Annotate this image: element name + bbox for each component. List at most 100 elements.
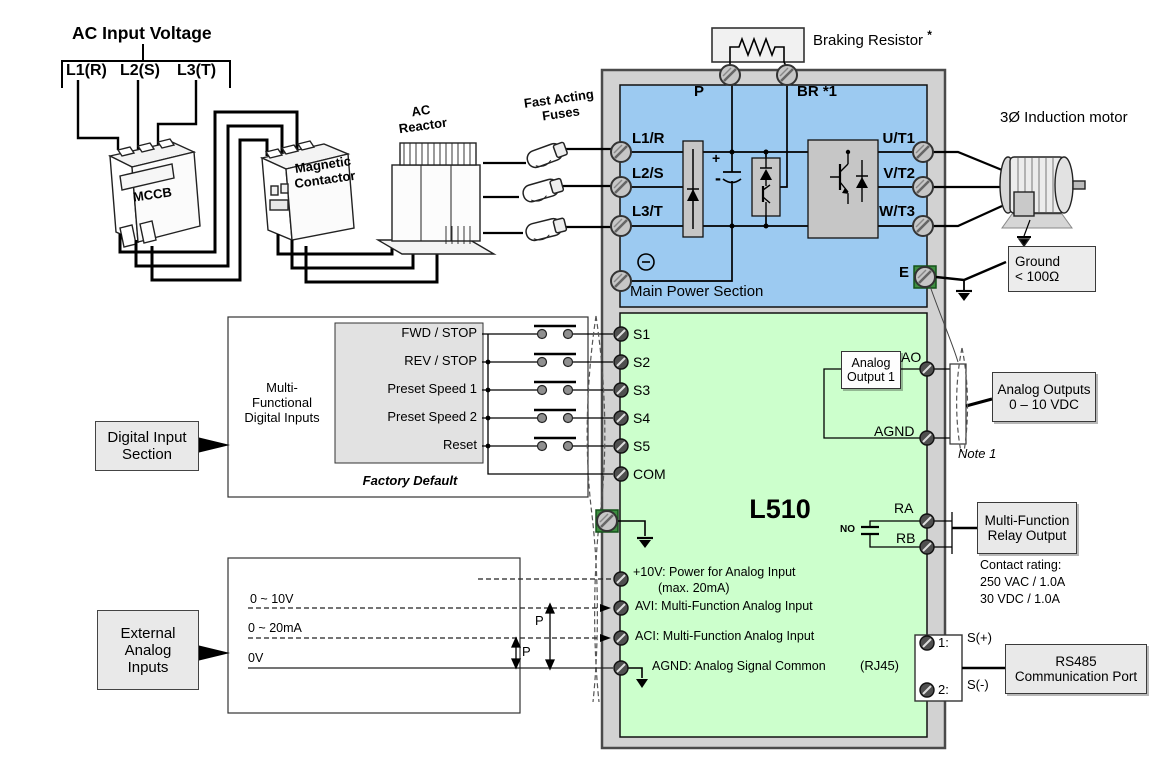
inverter-symbol — [807, 139, 879, 239]
factory-default-frame — [334, 322, 484, 464]
analog-output1-box: Analog Output 1 — [841, 351, 901, 389]
terminal-label-l1r: L1/R — [632, 130, 665, 147]
contact-rating-dc: 30 VDC / 1.0A — [980, 592, 1060, 606]
phase-label-l2: L2(S) — [120, 62, 160, 79]
pot-label-p2: P — [522, 644, 531, 659]
rj45-pin1-label: 1: — [938, 635, 949, 650]
pot-label-p1: P — [535, 613, 544, 628]
potentiometer-arrows — [510, 602, 556, 671]
braking-resistor-symbol — [711, 27, 805, 67]
fuse-icon — [526, 141, 568, 169]
dc-minus-terminal-symbol — [637, 253, 655, 271]
terminal-label-ao: AO — [901, 349, 922, 365]
source-label-0-20ma: 0 ~ 20mA — [248, 621, 302, 635]
reactor-fuse-wires — [483, 147, 612, 235]
terminal-label-ra: RA — [894, 500, 914, 516]
external-analog-callout: External Analog Inputs — [97, 610, 199, 690]
fuse-icon — [522, 177, 565, 203]
function-label-speed2: Preset Speed 2 — [387, 409, 477, 424]
induction-motor-icon — [999, 156, 1086, 248]
analog-output-cable-bracket — [949, 363, 967, 445]
terminal-label-agnd2: AGND: Analog Signal Common — [652, 659, 826, 673]
terminal-label-p: P — [694, 83, 705, 100]
switch-contacts — [534, 324, 576, 452]
terminal-label-l3t: L3/T — [632, 203, 663, 220]
terminal-label-com: COM — [633, 466, 666, 482]
terminal-label-rb: RB — [896, 530, 916, 546]
ac-input-bracket — [61, 44, 231, 88]
capacitor-symbol — [722, 152, 742, 226]
source-label-0v: 0V — [248, 651, 264, 665]
rj45-label: (RJ45) — [860, 658, 900, 673]
agnd-ground-symbol — [628, 667, 648, 688]
terminal-label-e: E — [899, 264, 910, 281]
drive-model-label: L510 — [749, 494, 811, 524]
ac-reactor-device — [375, 142, 497, 255]
main-power-section-label: Main Power Section — [630, 283, 764, 300]
shield-dashed — [586, 315, 606, 703]
signal-arrowhead — [600, 634, 611, 642]
factory-default-label: Factory Default — [362, 473, 458, 488]
ac-input-wires — [76, 80, 198, 152]
function-label-speed1: Preset Speed 1 — [387, 381, 477, 396]
shield-drain-wire — [929, 285, 959, 363]
analog-outputs-box: Analog Outputs 0 – 10 VDC — [992, 372, 1096, 422]
capacitor-minus: - — [715, 168, 721, 188]
brake-chopper-symbol — [751, 157, 781, 217]
contact-rating-title: Contact rating: — [980, 558, 1062, 572]
shield-dashed-right — [956, 347, 969, 453]
note1-label: Note 1 — [958, 446, 997, 461]
signal-arrowhead — [600, 604, 611, 612]
terminal-label-s2: S2 — [633, 354, 651, 370]
mccb-contactor-wires — [118, 110, 299, 282]
terminal-label-br: BR *1 — [797, 83, 838, 100]
motor-wires — [932, 150, 1003, 228]
terminal-label-10v-max: (max. 20mA) — [658, 581, 730, 595]
terminal-label-wt3: W/T3 — [879, 203, 915, 220]
digital-input-callout: Digital Input Section — [95, 421, 199, 471]
analog-input-frame — [227, 557, 521, 714]
bus-junction-dots — [485, 359, 491, 449]
contact-rating-ac: 250 VAC / 1.0A — [980, 575, 1066, 589]
mccb-device — [107, 138, 201, 248]
earth-ground-symbol — [956, 289, 972, 301]
phase-label-l3: L3(T) — [177, 62, 217, 79]
ground-wire — [935, 260, 1007, 290]
rj45-pin2-label: 2: — [938, 682, 949, 697]
rs485-splus-label: S(+) — [967, 630, 992, 645]
rs485-sminus-label: S(-) — [967, 677, 989, 692]
function-label-reset: Reset — [443, 437, 477, 452]
relay-no-label: NO — [840, 524, 855, 535]
terminal-label-ut1: U/T1 — [882, 130, 915, 147]
terminal-label-agnd: AGND — [874, 423, 915, 439]
callout-arrow — [197, 437, 230, 453]
rectifier-symbol — [682, 140, 704, 238]
terminal-label-l2s: L2/S — [632, 165, 664, 182]
terminal-label-s5: S5 — [633, 438, 651, 454]
function-label-fwd: FWD / STOP — [401, 325, 477, 340]
analog-output-cable — [965, 397, 993, 408]
terminal-label-avi: AVI: Multi-Function Analog Input — [635, 599, 813, 613]
fuse-icon — [525, 217, 568, 242]
multi-functional-label: Multi- Functional Digital Inputs — [244, 380, 320, 425]
ac-input-title: AC Input Voltage — [72, 23, 212, 43]
analog-output-wires — [823, 368, 950, 439]
phase-label-l1: L1(R) — [66, 62, 107, 79]
function-label-rev: REV / STOP — [404, 353, 477, 368]
motor-label: 3Ø Induction motor — [1000, 109, 1128, 126]
ground-spec-box: Ground < 100Ω — [1008, 246, 1096, 292]
source-label-0-10v: 0 ~ 10V — [250, 592, 294, 606]
terminal-label-s4: S4 — [633, 410, 651, 426]
terminal-label-s1: S1 — [633, 326, 651, 342]
relay-output-box: Multi-Function Relay Output — [977, 502, 1077, 554]
junction-dots — [729, 149, 769, 229]
terminal-label-s3: S3 — [633, 382, 651, 398]
relay-contact-wires — [861, 512, 977, 554]
capacitor-plus: + — [712, 150, 721, 166]
terminal-label-vt2: V/T2 — [883, 165, 915, 182]
magnetic-contactor-device — [259, 140, 355, 242]
braking-resistor-label: Braking Resistor * — [813, 28, 932, 49]
terminal-label-aci: ACI: Multi-Function Analog Input — [635, 629, 815, 643]
